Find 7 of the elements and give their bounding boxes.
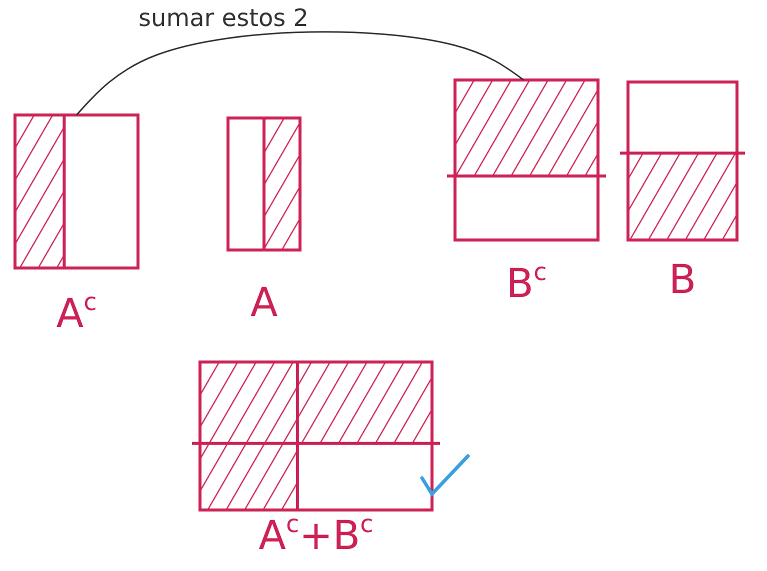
set-label: A$^{c}$+B$^{c}$ (258, 512, 374, 556)
set-label: A (250, 283, 278, 323)
connector-curve (76, 31, 524, 116)
set-label: A$^{c}$ (56, 290, 97, 334)
set-label: B$^{c}$ (506, 260, 547, 304)
set-label: B (668, 260, 696, 300)
edge-label: sumar estos 2 (138, 6, 309, 30)
